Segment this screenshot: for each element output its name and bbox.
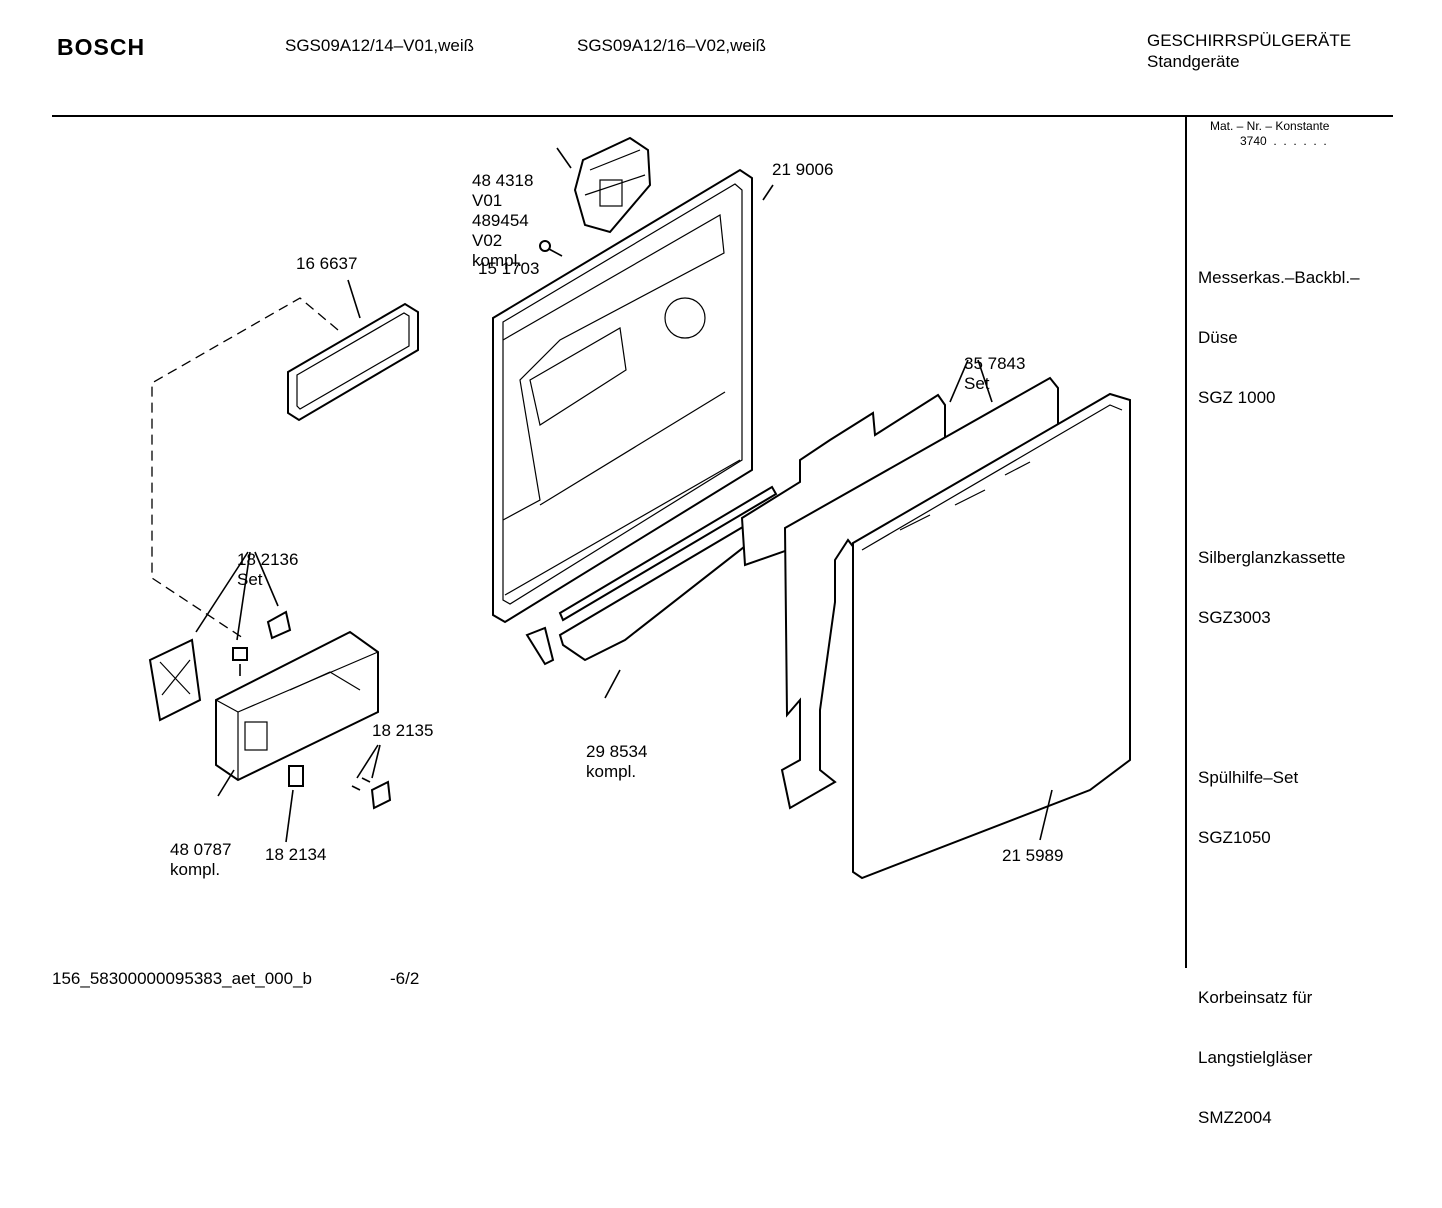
- accessory-item: Silberglanzkassette SGZ3003: [1198, 548, 1346, 627]
- part-seal-frame: [287, 302, 419, 422]
- part-control-module: [215, 630, 379, 782]
- document-id: 156_58300000095383_aet_000_b: [52, 969, 312, 988]
- leader-215989: [1039, 789, 1053, 841]
- label-part-182134: 18 2134: [265, 845, 327, 864]
- leader-182135-a: [356, 744, 379, 779]
- leader-166637: [347, 279, 361, 319]
- accessory-item: Korbeinsatz für Langstielgläser SMZ2004: [1198, 988, 1313, 1127]
- leader-357843-b: [977, 359, 993, 403]
- model-number-1: SGS09A12/14–V01,weiß: [285, 36, 475, 55]
- part-dispenser-unit: [573, 136, 652, 234]
- mat-nr-label: Mat. – Nr. – Konstante: [1210, 119, 1330, 133]
- model-number-2: SGS09A12/16–V02,weiß: [577, 36, 767, 55]
- assembly-dashed-line: [151, 297, 339, 641]
- leader-182135-b: [371, 744, 381, 779]
- leader-484318: [556, 147, 572, 169]
- label-part-215989: 21 5989: [1002, 846, 1064, 865]
- leader-357843-a: [949, 359, 969, 403]
- accessory-item: Messerkas.–Backbl.– Düse SGZ 1000: [1198, 268, 1360, 407]
- leader-298534: [604, 669, 621, 699]
- part-inner-door-panel: [492, 168, 753, 624]
- category-title: GESCHIRRSPÜLGERÄTE: [1147, 31, 1352, 50]
- page-number: -6/2: [390, 969, 420, 988]
- leader-182136-a: [195, 551, 249, 633]
- leader-219006: [762, 184, 774, 201]
- accessories-list: Messerkas.–Backbl.– Düse SGZ 1000 Silber…: [1198, 188, 1360, 1208]
- label-part-166637: 16 6637: [296, 254, 358, 273]
- accessory-item: Spülhilfe–Set SGZ1050: [1198, 768, 1299, 847]
- exploded-parts-diagram: [52, 115, 1393, 968]
- leader-182134: [285, 789, 294, 843]
- label-part-219006: 21 9006: [772, 160, 834, 179]
- part-front-door-panel: [852, 392, 1131, 880]
- category-subtitle: Standgeräte: [1147, 52, 1240, 71]
- leader-182136-c: [254, 551, 279, 607]
- part-bottom-rail: [525, 485, 787, 666]
- label-part-182135: 18 2135: [372, 721, 434, 740]
- part-cover-plate-set: [148, 610, 292, 722]
- bosch-logo: BOSCH: [57, 34, 146, 60]
- leader-182136-b: [236, 551, 251, 641]
- mat-nr-value: 3740 . . . . . .: [1240, 134, 1327, 148]
- part-clip-set: [288, 765, 392, 810]
- leader-480787: [217, 769, 235, 797]
- part-screw: [539, 240, 563, 257]
- label-part-151703: 15 1703: [478, 259, 540, 278]
- part-outer-panel-set: [740, 376, 1059, 810]
